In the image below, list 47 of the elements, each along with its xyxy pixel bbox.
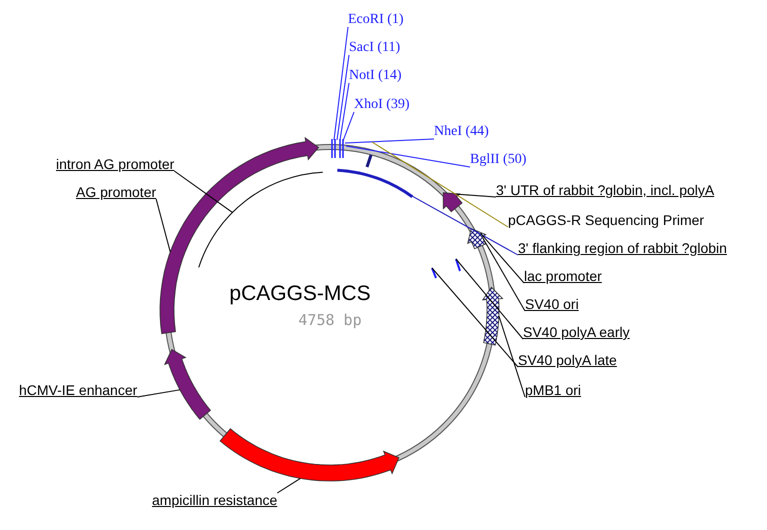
leader-line — [136, 389, 180, 398]
restriction-site-label: NotI (14) — [349, 68, 402, 84]
feature-label: 3' flanking region of rabbit ?globin — [518, 240, 727, 256]
leader-line — [174, 170, 233, 213]
leader-line — [454, 194, 496, 198]
leader-line — [482, 238, 526, 312]
feature-label: pMB1 ori — [525, 382, 582, 398]
feature-arc — [337, 168, 414, 198]
leader-line — [340, 82, 350, 140]
leader-line — [344, 138, 434, 144]
plasmid-name: pCAGGS-MCS — [229, 286, 371, 302]
leader-line — [276, 478, 301, 494]
feature-tick — [431, 268, 437, 278]
restriction-site-label: BglII (50) — [470, 152, 526, 168]
leader-line — [346, 146, 470, 168]
leader-line — [456, 258, 524, 340]
restriction-site-label: XhoI (39) — [354, 97, 410, 113]
feature-label: lac promoter — [524, 268, 602, 284]
feature-label: SV40 polyA late — [518, 352, 617, 368]
feature-tick — [455, 258, 461, 272]
feature-block — [220, 428, 400, 482]
leader-line — [334, 26, 348, 140]
leader-line — [342, 112, 354, 142]
restriction-site-label: SacI (11) — [349, 40, 400, 56]
feature-block — [164, 348, 212, 420]
feature-label: SV40 polyA early — [523, 324, 630, 340]
feature-label: AG promoter — [76, 184, 156, 200]
plasmid-size: 4758 bp — [298, 312, 362, 328]
feature-label: ampicillin resistance — [152, 492, 278, 508]
feature-block — [442, 192, 463, 212]
feature-label: hCMV-IE enhancer — [19, 382, 138, 398]
feature-label: pCAGGS-R Sequencing Primer — [508, 212, 704, 228]
leader-line — [480, 232, 524, 284]
leader-line — [372, 142, 508, 228]
restriction-site-label: NheI (44) — [434, 124, 489, 140]
leader-line — [498, 315, 526, 398]
leader-line — [432, 268, 518, 368]
feature-label: SV40 ori — [525, 296, 579, 312]
feature-arc — [198, 172, 324, 268]
feature-block — [467, 228, 487, 250]
leader-line — [336, 54, 350, 140]
feature-label: 3' UTR of rabbit ?globin, incl. polyA — [496, 182, 714, 198]
feature-label: intron AG promoter — [56, 156, 174, 172]
leader-line — [408, 193, 518, 256]
feature-block — [482, 286, 504, 346]
leader-line — [156, 198, 171, 252]
restriction-site-label: EcoRI (1) — [348, 12, 404, 28]
